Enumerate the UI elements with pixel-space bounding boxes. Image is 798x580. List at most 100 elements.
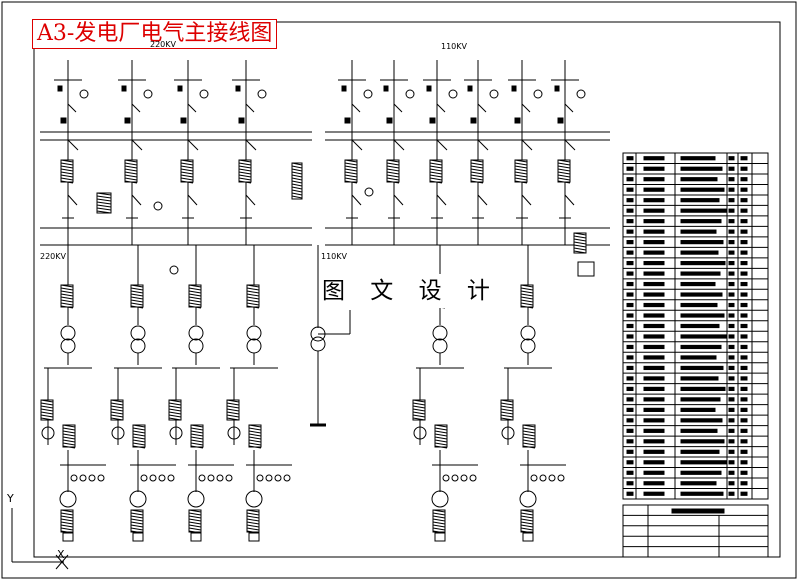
device-block	[643, 260, 665, 266]
device-block	[728, 334, 735, 339]
device-block	[740, 376, 748, 381]
device-block	[626, 449, 634, 454]
device-block	[680, 344, 722, 350]
device-block	[740, 439, 748, 444]
device-block	[680, 365, 724, 371]
breaker-icon	[351, 139, 363, 151]
device-block	[728, 292, 735, 297]
device-block	[643, 198, 665, 203]
device-block	[643, 386, 665, 392]
breaker-icon	[477, 139, 489, 151]
transformer-winding-icon	[188, 338, 204, 354]
arrester-icon	[448, 89, 458, 99]
device-block	[728, 271, 735, 276]
device-block	[626, 376, 634, 381]
bus-220kv-side-label: 220KV	[40, 252, 66, 261]
device-block	[728, 449, 735, 454]
breaker-icon	[521, 139, 533, 151]
device-block	[680, 219, 722, 224]
device-block	[626, 470, 634, 475]
device-block	[728, 166, 735, 171]
transformer-winding-icon	[432, 325, 448, 341]
motor-icon	[97, 474, 105, 482]
motor-icon	[265, 474, 273, 482]
device-block	[728, 470, 735, 475]
device-block	[680, 470, 722, 475]
device-block	[180, 117, 187, 124]
device-block	[728, 418, 735, 423]
device-block	[626, 166, 634, 171]
device-block	[740, 281, 748, 287]
arrester-icon	[257, 89, 267, 99]
disconnector-icon	[564, 103, 574, 113]
disconnector-icon	[245, 103, 255, 113]
arrester-icon	[143, 89, 153, 99]
device-block	[344, 117, 351, 124]
breaker-icon	[187, 139, 199, 151]
device-block	[728, 250, 735, 255]
motor-icon	[442, 474, 450, 482]
device-block	[680, 449, 720, 454]
device-block	[728, 460, 735, 465]
device-block	[643, 407, 665, 412]
device-block	[470, 117, 477, 124]
bus-220kv-top-label: 220KV	[150, 40, 176, 49]
device-block	[643, 397, 665, 402]
device-block	[643, 376, 665, 381]
motor-icon	[198, 474, 206, 482]
motor-icon	[207, 474, 215, 482]
device-block	[740, 198, 748, 203]
device-block	[626, 344, 634, 350]
device-block	[643, 240, 665, 245]
motor-icon	[557, 474, 565, 482]
transformer-winding-icon	[246, 338, 262, 354]
aux-transformer-icon	[41, 426, 55, 440]
device-block	[626, 365, 634, 371]
device-block	[680, 428, 718, 433]
device-block	[643, 449, 665, 454]
bus-110kv-top-label: 110KV	[441, 42, 467, 51]
transformer-winding-icon	[60, 325, 76, 341]
device-block	[680, 166, 723, 171]
arrester-icon	[363, 89, 373, 99]
generator-icon	[245, 490, 263, 508]
device-block	[680, 292, 723, 297]
device-block	[740, 187, 748, 192]
generator-icon	[519, 490, 537, 508]
device-block	[626, 156, 634, 161]
device-block	[728, 491, 735, 496]
device-block	[740, 156, 748, 161]
device-block	[467, 85, 473, 92]
motor-icon	[225, 474, 233, 482]
ground-box	[190, 532, 202, 542]
device-block	[643, 281, 665, 287]
device-block	[626, 397, 634, 402]
device-block	[680, 491, 724, 496]
device-block	[121, 85, 127, 92]
device-block	[680, 240, 724, 245]
device-block	[680, 156, 716, 161]
motor-icon	[88, 474, 96, 482]
motor-icon	[548, 474, 556, 482]
transformer-winding-icon	[246, 325, 262, 341]
device-block	[680, 229, 717, 234]
device-block	[554, 85, 560, 92]
device-block	[643, 250, 665, 255]
device-block	[643, 271, 665, 276]
device-block	[429, 117, 436, 124]
disconnector-icon	[67, 194, 78, 206]
device-block	[740, 386, 748, 392]
line-bays-110kv	[338, 60, 595, 277]
disconnector-icon	[351, 194, 362, 206]
watermark-text: 图 文 设 计	[322, 274, 490, 308]
aux-transformer-icon	[227, 426, 241, 440]
x-axis-label: X	[57, 548, 65, 561]
transformer-winding-icon	[188, 325, 204, 341]
device-block	[626, 313, 634, 318]
device-block	[643, 313, 665, 318]
device-block	[626, 240, 634, 245]
device-block	[740, 428, 748, 433]
device-block	[740, 418, 748, 423]
device-block	[728, 156, 735, 161]
generator-icon	[431, 490, 449, 508]
